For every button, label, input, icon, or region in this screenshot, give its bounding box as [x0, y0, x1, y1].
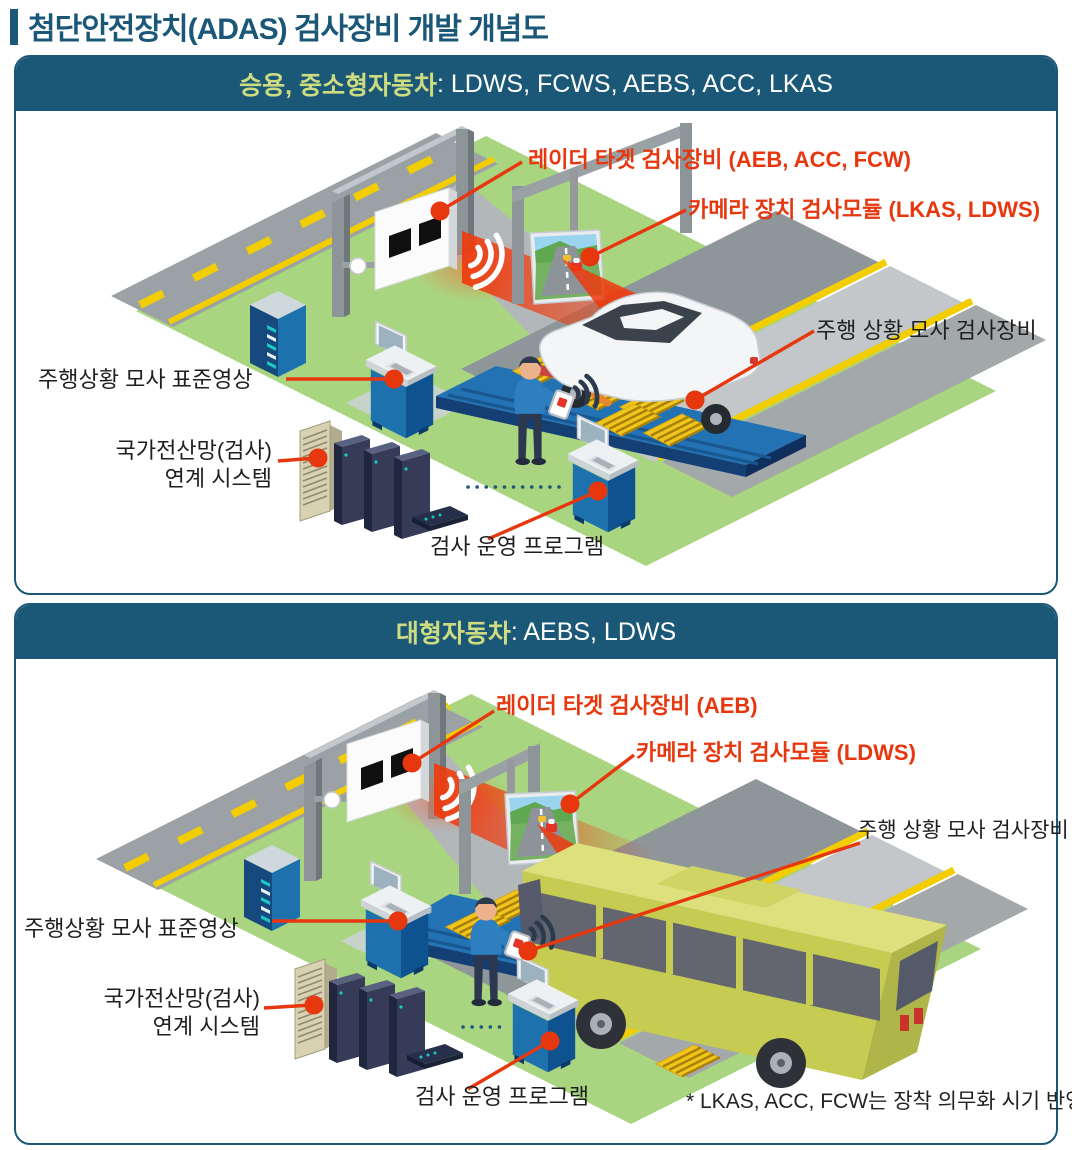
- label-standard-video-p1: 주행상황 모사 표준영상: [38, 367, 253, 392]
- passenger-scene-illustration: [111, 123, 1046, 566]
- footnote-mandatory-timing: * LKAS, ACC, FCW는 장착 의무화 시기 반영: [686, 1090, 1072, 1113]
- panel-large-header-highlight: 대형자동차: [395, 620, 511, 648]
- panel-large-header-systems: : AEBS, LDWS: [510, 617, 677, 646]
- label-national-network-p1: 국가전산망(검사) 연계 시스템: [60, 437, 272, 492]
- panel-passenger-header-highlight: 승용, 중소형자동차: [239, 72, 437, 100]
- label-national-network-line2-p1: 연계 시스템: [164, 465, 272, 491]
- leader-dots: [304, 753, 580, 1051]
- panel-large-vehicles: 대형자동차 : AEBS, LDWS: [14, 603, 1058, 1145]
- label-national-network-line1-p2: 국가전산망(검사): [103, 986, 260, 1011]
- leader-dots: [308, 201, 705, 501]
- label-radar-equipment-p2: 레이더 타겟 검사장비 (AEB): [496, 693, 758, 718]
- panel-passenger-header-systems: : LDWS, FCWS, AEBS, ACC, LKAS: [436, 69, 833, 98]
- label-national-network-line2-p2: 연계 시스템: [152, 1013, 260, 1039]
- panel-passenger-vehicles: 승용, 중소형자동차 : LDWS, FCWS, AEBS, ACC, LKAS: [14, 55, 1058, 595]
- large-vehicle-scene-illustration: [96, 690, 1028, 1124]
- label-operation-program-p1: 검사 운영 프로그램: [430, 534, 605, 559]
- panel-large-header: 대형자동차 : AEBS, LDWS: [16, 605, 1056, 659]
- page-title: 첨단안전장치(ADAS) 검사장비 개발 개념도: [28, 13, 549, 46]
- label-camera-module-p1: 카메라 장치 검사모듈 (LKAS, LDWS): [688, 197, 1041, 222]
- test-car: [538, 291, 761, 434]
- label-driving-sim-equipment-p1: 주행 상황 모사 검사장비: [816, 318, 1037, 343]
- network-cabinet: [250, 291, 306, 377]
- label-radar-equipment-p1: 레이더 타겟 검사장비 (AEB, ACC, FCW): [528, 147, 911, 172]
- sphere-sensor: [323, 791, 341, 809]
- leader-lines: [263, 709, 861, 1091]
- label-standard-video-p2: 주행상황 모사 표준영상: [24, 916, 239, 941]
- label-driving-sim-equipment-p2: 주행 상황 모사 검사장비: [858, 819, 1069, 842]
- label-national-network-line1-p1: 국가전산망(검사): [115, 438, 272, 463]
- upper-road: [111, 133, 498, 327]
- screen-gantry: [512, 123, 692, 304]
- leader-lines: [277, 160, 815, 541]
- title-accent-bar: [10, 9, 18, 45]
- label-national-network-p2: 국가전산망(검사) 연계 시스템: [48, 985, 260, 1040]
- label-camera-module-p2: 카메라 장치 검사모듈 (LDWS): [636, 740, 916, 765]
- panel-passenger-header: 승용, 중소형자동차 : LDWS, FCWS, AEBS, ACC, LKAS: [16, 57, 1056, 111]
- sphere-sensor: [349, 257, 367, 275]
- network-cabinet: [244, 845, 300, 931]
- label-operation-program-p2: 검사 운영 프로그램: [415, 1084, 590, 1109]
